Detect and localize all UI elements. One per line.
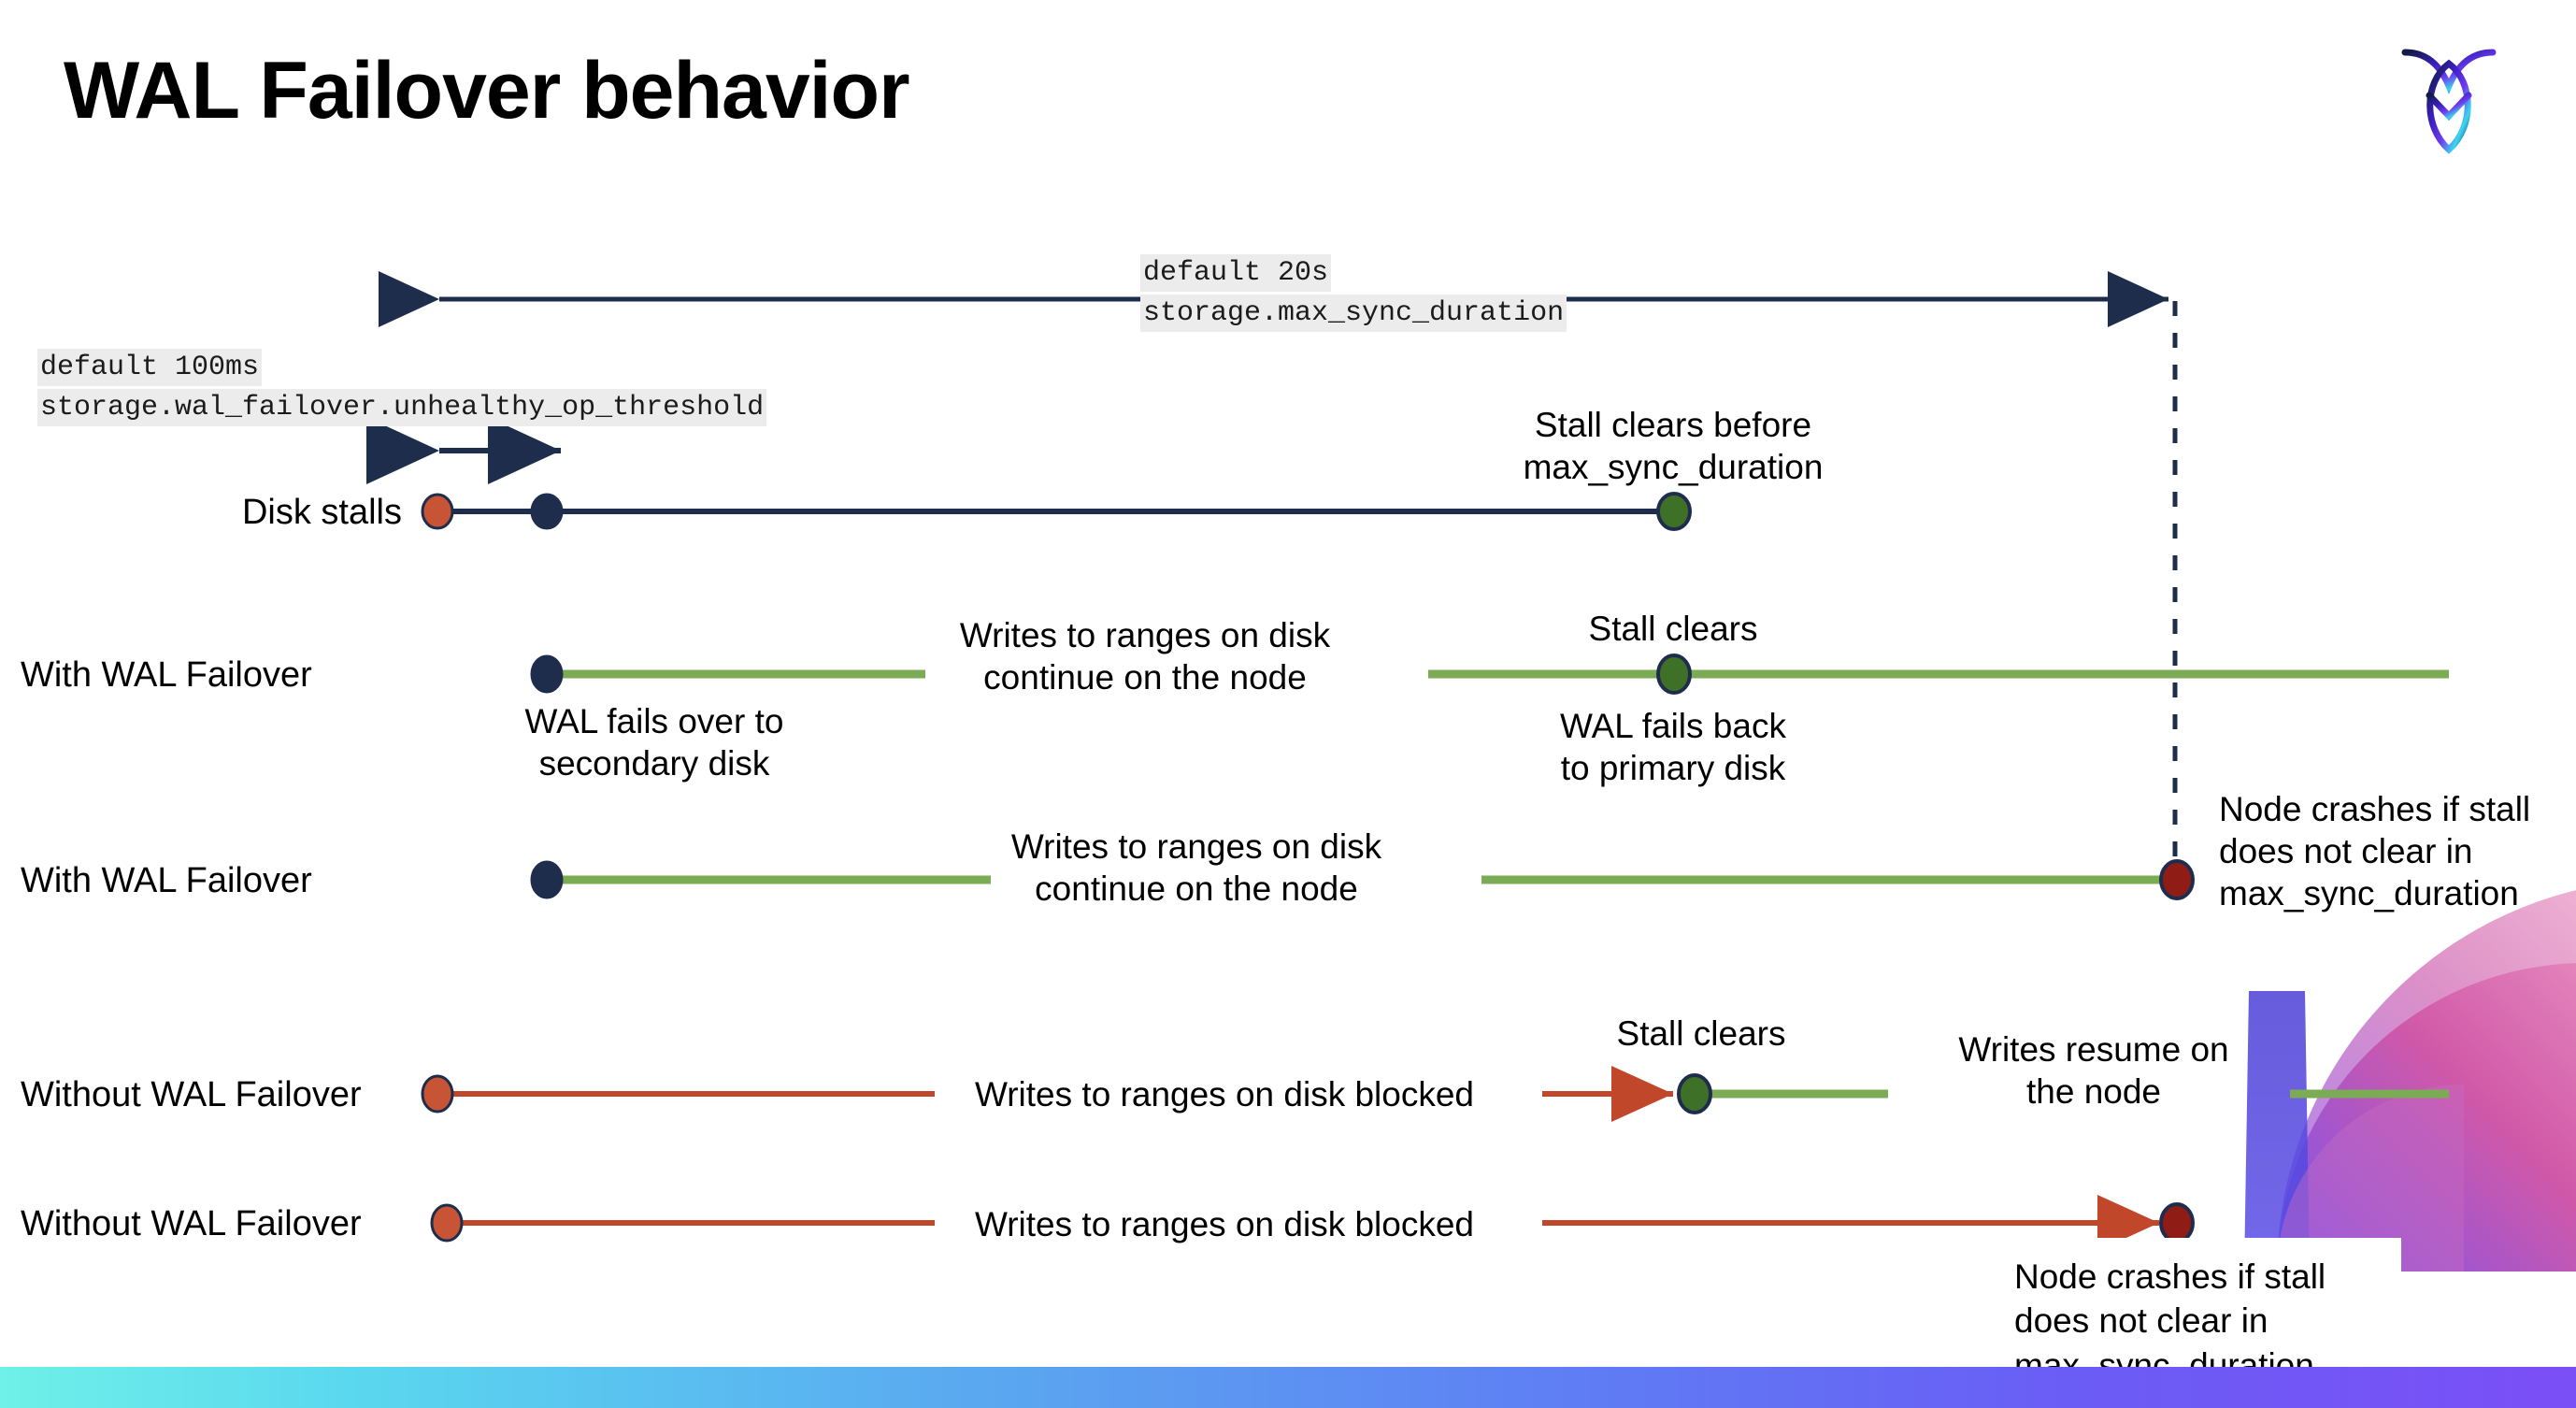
max-sync-duration-setting: default 20s storage.max_sync_duration bbox=[1140, 254, 1567, 335]
annotation-writes-continue-1: Writes to ranges on disk continue on the… bbox=[959, 616, 1331, 697]
annotation-stall-clears-1: Stall clears bbox=[1588, 610, 1758, 648]
row-label-with-wal-failover-2: With WAL Failover bbox=[21, 861, 312, 900]
marker-stall-clears bbox=[1656, 654, 1692, 695]
marker-stall-start bbox=[421, 493, 454, 530]
row-label-without-wal-failover-1: Without WAL Failover bbox=[21, 1075, 362, 1114]
row-without-wal-failover-1-graphics bbox=[421, 1066, 2449, 1122]
annotation-writes-blocked-1: Writes to ranges on disk blocked bbox=[974, 1075, 1475, 1113]
marker-stall-clears bbox=[1677, 1073, 1712, 1114]
cockroachdb-logo bbox=[2388, 30, 2510, 161]
annotation-wal-fails-back: WAL fails back to primary disk bbox=[1560, 707, 1786, 788]
row-with-wal-failover-1-graphics bbox=[530, 654, 2449, 695]
annotation-writes-blocked-2: Writes to ranges on disk blocked bbox=[974, 1205, 1475, 1243]
unhealthy-default-label: default 100ms bbox=[37, 349, 263, 387]
annotation-writes-resume: Writes resume on the node bbox=[1958, 1030, 2229, 1112]
page-title: WAL Failover behavior bbox=[64, 46, 910, 136]
marker-failover bbox=[530, 654, 564, 694]
row-without-wal-failover-2-graphics bbox=[430, 1195, 2195, 1251]
row-label-with-wal-failover-1: With WAL Failover bbox=[21, 655, 312, 695]
bottom-gradient-bar bbox=[0, 1367, 2576, 1408]
max-sync-default-label: default 20s bbox=[1140, 254, 1332, 293]
annotation-node-crashes-2: Node crashes if stall does not clear in … bbox=[2014, 1257, 2326, 1385]
node-crash-callout-box: Node crashes if stall does not clear in … bbox=[1981, 1238, 2401, 1387]
unhealthy-setting-name: storage.wal_failover.unhealthy_op_thresh… bbox=[37, 389, 767, 427]
marker-stall-start bbox=[421, 1074, 454, 1113]
marker-threshold bbox=[530, 493, 564, 530]
annotation-node-crashes-1: Node crashes if stall does not clear in … bbox=[2219, 790, 2531, 913]
marker-stall-clears bbox=[1656, 492, 1692, 531]
marker-node-crash bbox=[2159, 1202, 2195, 1243]
max-sync-setting-name: storage.max_sync_duration bbox=[1140, 295, 1567, 333]
annotation-stall-clears-before-max-sync: Stall clears before max_sync_duration bbox=[1523, 406, 1824, 487]
row-label-disk-stalls: Disk stalls bbox=[241, 493, 402, 532]
annotation-stall-clears-2: Stall clears bbox=[1616, 1014, 1786, 1053]
row-with-wal-failover-2-graphics bbox=[530, 859, 2195, 900]
marker-failover bbox=[530, 860, 564, 899]
marker-node-crash bbox=[2159, 859, 2195, 900]
annotation-writes-continue-2: Writes to ranges on disk continue on the… bbox=[1010, 827, 1382, 909]
annotation-wal-fails-over: WAL fails over to secondary disk bbox=[524, 702, 784, 783]
marker-stall-start bbox=[430, 1203, 464, 1243]
unhealthy-op-threshold-setting: default 100ms storage.wal_failover.unhea… bbox=[37, 349, 767, 429]
row-disk-stalls-graphics bbox=[421, 492, 1692, 531]
row-label-without-wal-failover-2: Without WAL Failover bbox=[21, 1204, 362, 1243]
